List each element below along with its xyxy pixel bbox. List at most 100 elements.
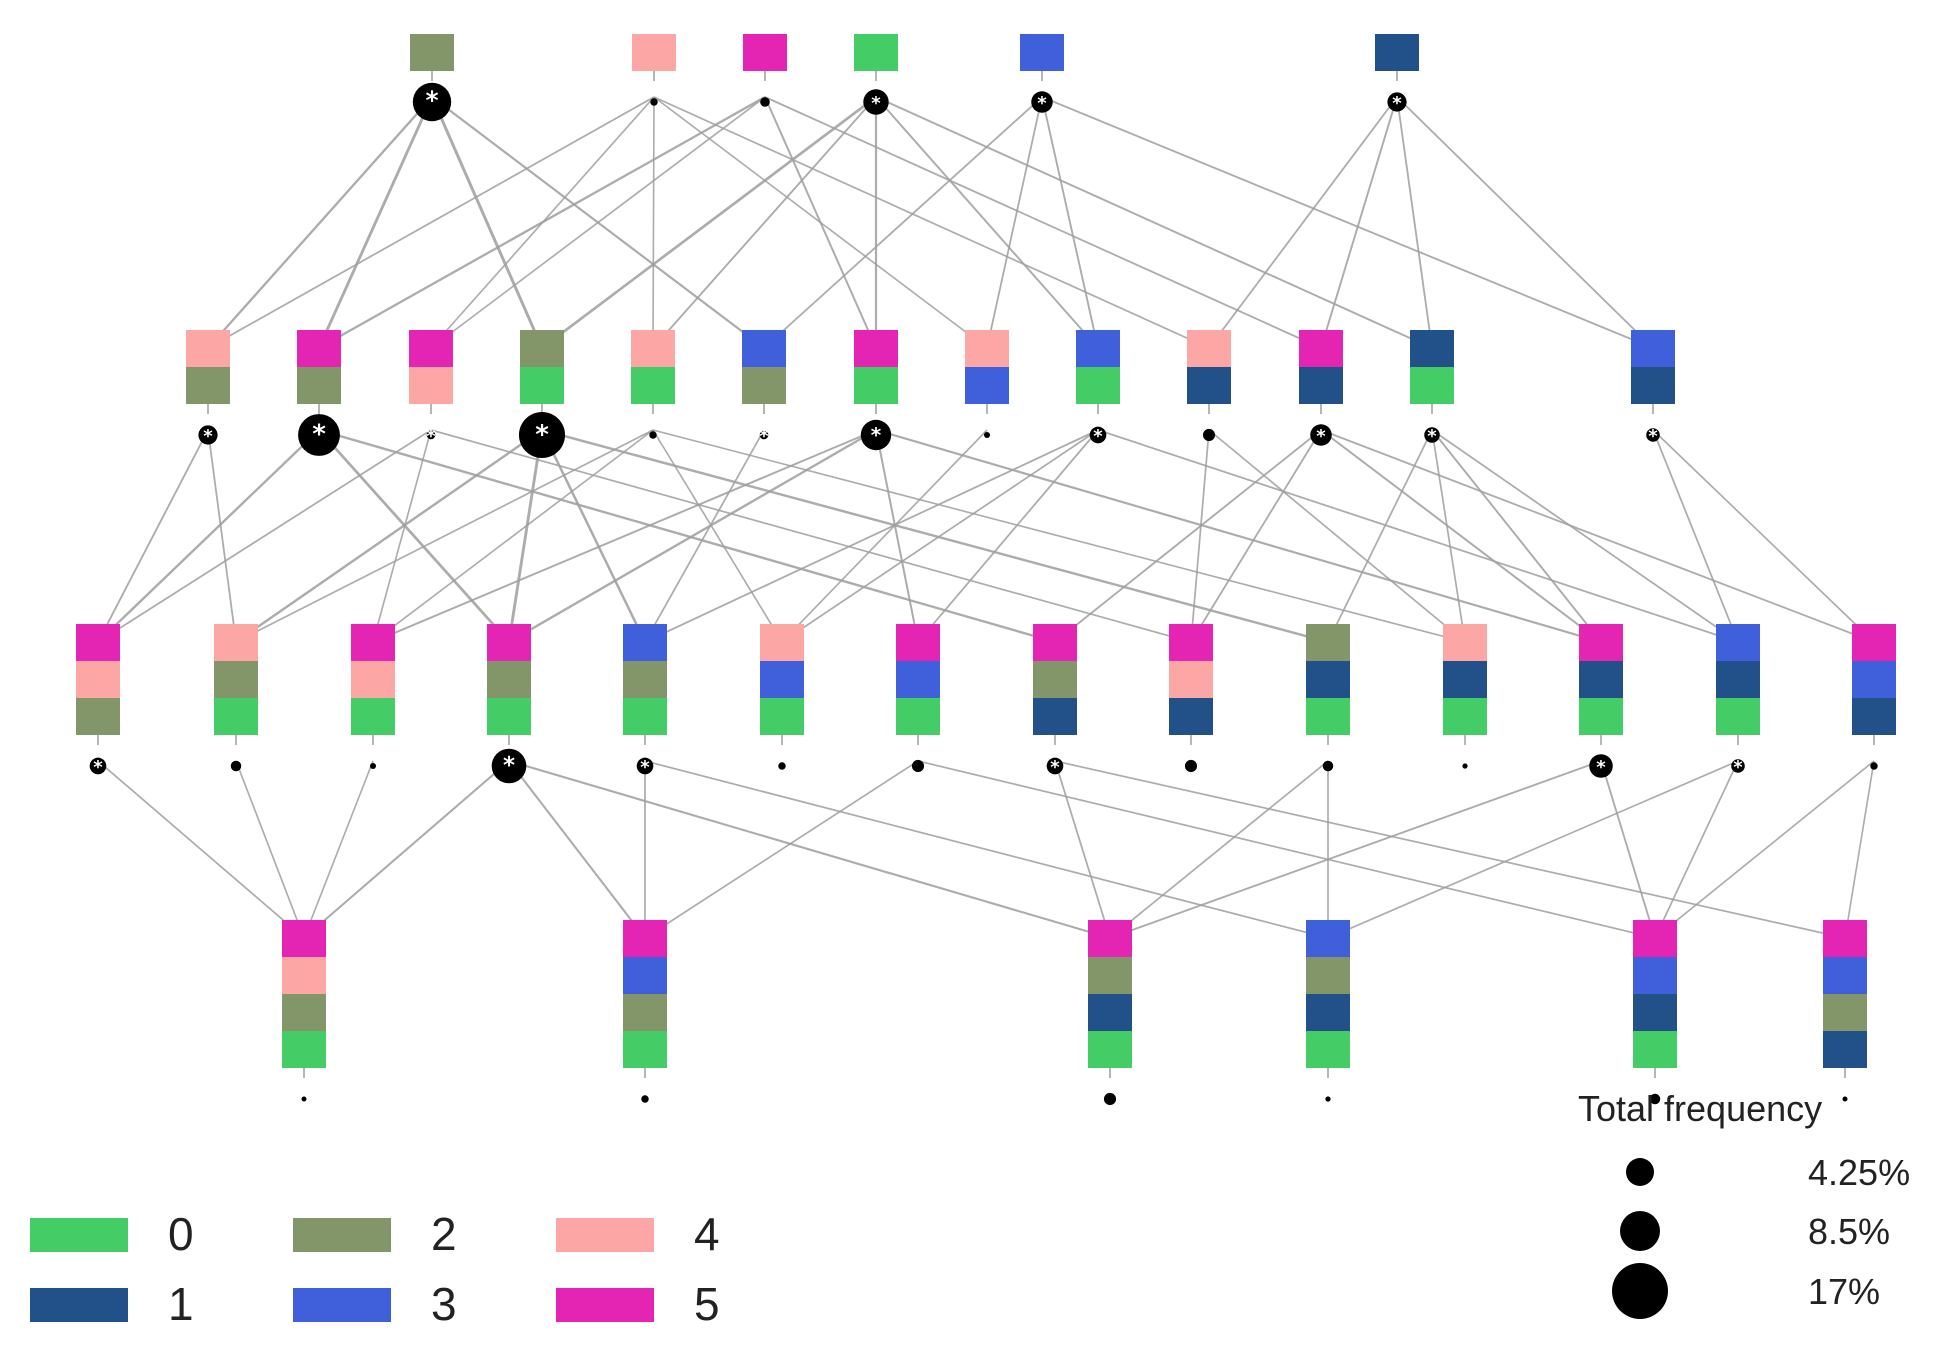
edge-15-015 <box>1320 429 1602 643</box>
node-0135-segment-0 <box>1633 1031 1677 1068</box>
node-0235-segment-2 <box>623 994 667 1031</box>
edge-2-02 <box>430 96 544 349</box>
node-1235-segment-5 <box>1823 920 1867 957</box>
node-14-segment-1 <box>1187 367 1231 404</box>
size-legend-circle-medium <box>1620 1211 1660 1251</box>
edge-02-025 <box>507 429 544 643</box>
edge-34-034 <box>781 429 988 643</box>
legend-swatch-1 <box>30 1288 128 1322</box>
edge-013-0135 <box>1654 760 1739 939</box>
node-0245-segment-5 <box>282 920 326 957</box>
node-0135-frequency-dot <box>1649 1093 1661 1105</box>
node-05-frequency-dot <box>860 419 892 451</box>
edge-1-01 <box>1396 96 1433 349</box>
node-034 <box>760 624 804 770</box>
edge-1-13 <box>1396 96 1654 349</box>
node-15-segment-1 <box>1299 367 1343 404</box>
node-145-segment-5 <box>1169 624 1213 661</box>
node-0-significance-star: * <box>871 93 881 114</box>
node-015-segment-0 <box>1579 698 1623 735</box>
edge-025-0125 <box>508 759 1111 940</box>
node-5 <box>743 34 787 107</box>
node-4 <box>632 34 676 106</box>
edge-135-0135 <box>1654 760 1875 939</box>
edge-3-03 <box>1041 96 1099 349</box>
node-125-significance-star: * <box>1050 757 1060 778</box>
edge-01-013 <box>1431 429 1739 643</box>
node-02-segment-0 <box>520 367 564 404</box>
node-015-significance-star: * <box>1596 757 1606 778</box>
node-0245-segment-0 <box>282 1031 326 1068</box>
node-035-segment-0 <box>896 698 940 735</box>
nodes-layer: ******************** <box>76 34 1896 1106</box>
edge-4-24 <box>207 96 655 349</box>
node-024-segment-0 <box>214 698 258 735</box>
edge-015-0135 <box>1600 760 1656 939</box>
edge-4-14 <box>653 96 1210 349</box>
node-035-segment-5 <box>896 624 940 661</box>
node-245: * <box>76 624 120 778</box>
node-012-frequency-dot <box>1322 760 1334 772</box>
edge-0-04 <box>652 96 877 349</box>
node-1-segment-1 <box>1375 34 1419 71</box>
edge-14-145 <box>1190 429 1210 643</box>
node-245-segment-4 <box>76 661 120 698</box>
node-0135 <box>1633 920 1677 1105</box>
node-5-segment-5 <box>743 34 787 71</box>
legend-label-2: 2 <box>431 1208 457 1260</box>
node-145-frequency-dot <box>1184 759 1198 773</box>
node-0245-segment-4 <box>282 957 326 994</box>
node-013: * <box>1716 624 1760 778</box>
node-01-segment-0 <box>1410 367 1454 404</box>
size-legend-circle-large <box>1612 1263 1668 1319</box>
edge-25-245 <box>97 429 320 643</box>
node-2-significance-star: * <box>425 86 438 115</box>
edge-03-013 <box>1097 429 1739 643</box>
edge-3-23 <box>763 96 1043 349</box>
node-1: * <box>1375 34 1419 114</box>
node-3-significance-star: * <box>1037 93 1047 114</box>
node-15: * <box>1299 330 1343 447</box>
node-24-segment-4 <box>186 330 230 367</box>
node-014-segment-1 <box>1443 661 1487 698</box>
node-34-segment-3 <box>965 367 1009 404</box>
node-45-segment-5 <box>409 330 453 367</box>
edges-layer <box>97 95 1875 940</box>
node-125: * <box>1033 624 1077 778</box>
edge-15-145 <box>1190 429 1322 643</box>
edge-135-1235 <box>1844 760 1875 939</box>
node-0135-segment-3 <box>1633 957 1677 994</box>
edge-01-012 <box>1327 429 1433 643</box>
edge-025-0245 <box>303 760 510 939</box>
size-legend: Total frequency 4.25% 8.5% 17% <box>1578 1088 1910 1319</box>
edge-05-035 <box>875 429 919 643</box>
edge-23-023 <box>644 429 765 643</box>
edge-15-125 <box>1054 429 1322 643</box>
edge-1-15 <box>1320 96 1398 349</box>
node-0235-segment-3 <box>623 957 667 994</box>
node-0125-segment-1 <box>1088 994 1132 1031</box>
edge-0-02 <box>541 95 877 350</box>
node-23-segment-3 <box>742 330 786 367</box>
node-4-segment-4 <box>632 34 676 71</box>
node-15-segment-5 <box>1299 330 1343 367</box>
node-03: * <box>1076 330 1120 447</box>
node-3-segment-3 <box>1020 34 1064 71</box>
edge-02-012 <box>541 428 1329 644</box>
node-024-frequency-dot <box>230 760 242 772</box>
node-135-segment-3 <box>1852 661 1896 698</box>
node-24-frequency-dot <box>198 425 218 445</box>
node-125-segment-1 <box>1033 698 1077 735</box>
edge-023-0123 <box>644 760 1329 939</box>
node-245-significance-star: * <box>93 757 103 778</box>
node-15-significance-star: * <box>1316 426 1326 447</box>
edge-025-0235 <box>508 760 646 939</box>
edge-5-25 <box>318 95 766 350</box>
node-135-segment-5 <box>1852 624 1896 661</box>
node-045-segment-5 <box>351 624 395 661</box>
node-135-segment-1 <box>1852 698 1896 735</box>
edge-15-135 <box>1320 429 1875 643</box>
node-24: * <box>186 330 230 447</box>
node-23-segment-2 <box>742 367 786 404</box>
node-012-segment-1 <box>1306 661 1350 698</box>
